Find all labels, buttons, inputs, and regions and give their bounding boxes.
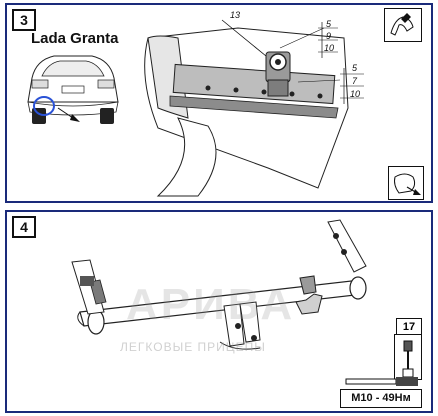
dim-lower-1: 5: [352, 63, 358, 73]
callout-13: 13: [230, 10, 240, 20]
gloves-icon: [390, 13, 414, 36]
lower-dimension: 5 7 10: [340, 63, 364, 104]
dim-lower-2: 7: [352, 76, 358, 86]
dim-upper-3: 10: [324, 43, 334, 53]
gloves-icon: [394, 173, 421, 195]
dim-lower-3: 10: [350, 89, 360, 99]
car-rear-illustration: [27, 55, 119, 124]
gloves-icon-bottom: [388, 166, 424, 200]
socket-wrench-icon: [402, 340, 414, 378]
step-number: 3: [12, 9, 36, 31]
towbar-assembly-illustration: [71, 219, 367, 350]
gloves-icon-top: [384, 8, 422, 42]
watermark-brand: АРИВА: [126, 280, 296, 329]
car-model-label: Lada Granta: [31, 30, 119, 47]
hitch-mount-illustration: [144, 19, 349, 197]
step-number: 4: [12, 216, 36, 238]
dim-upper-2: 9: [326, 31, 331, 41]
torque-wrench-icon: [345, 377, 418, 386]
wrench-panel: [394, 334, 422, 380]
dim-upper-1: 5: [326, 19, 332, 29]
upper-dimension: 5 9 10: [318, 19, 338, 58]
watermark-tagline: ЛЕГКОВЫЕ ПРИЦЕПЫ: [120, 340, 266, 354]
torque-spec-label: M10 - 49Нм: [340, 389, 422, 408]
